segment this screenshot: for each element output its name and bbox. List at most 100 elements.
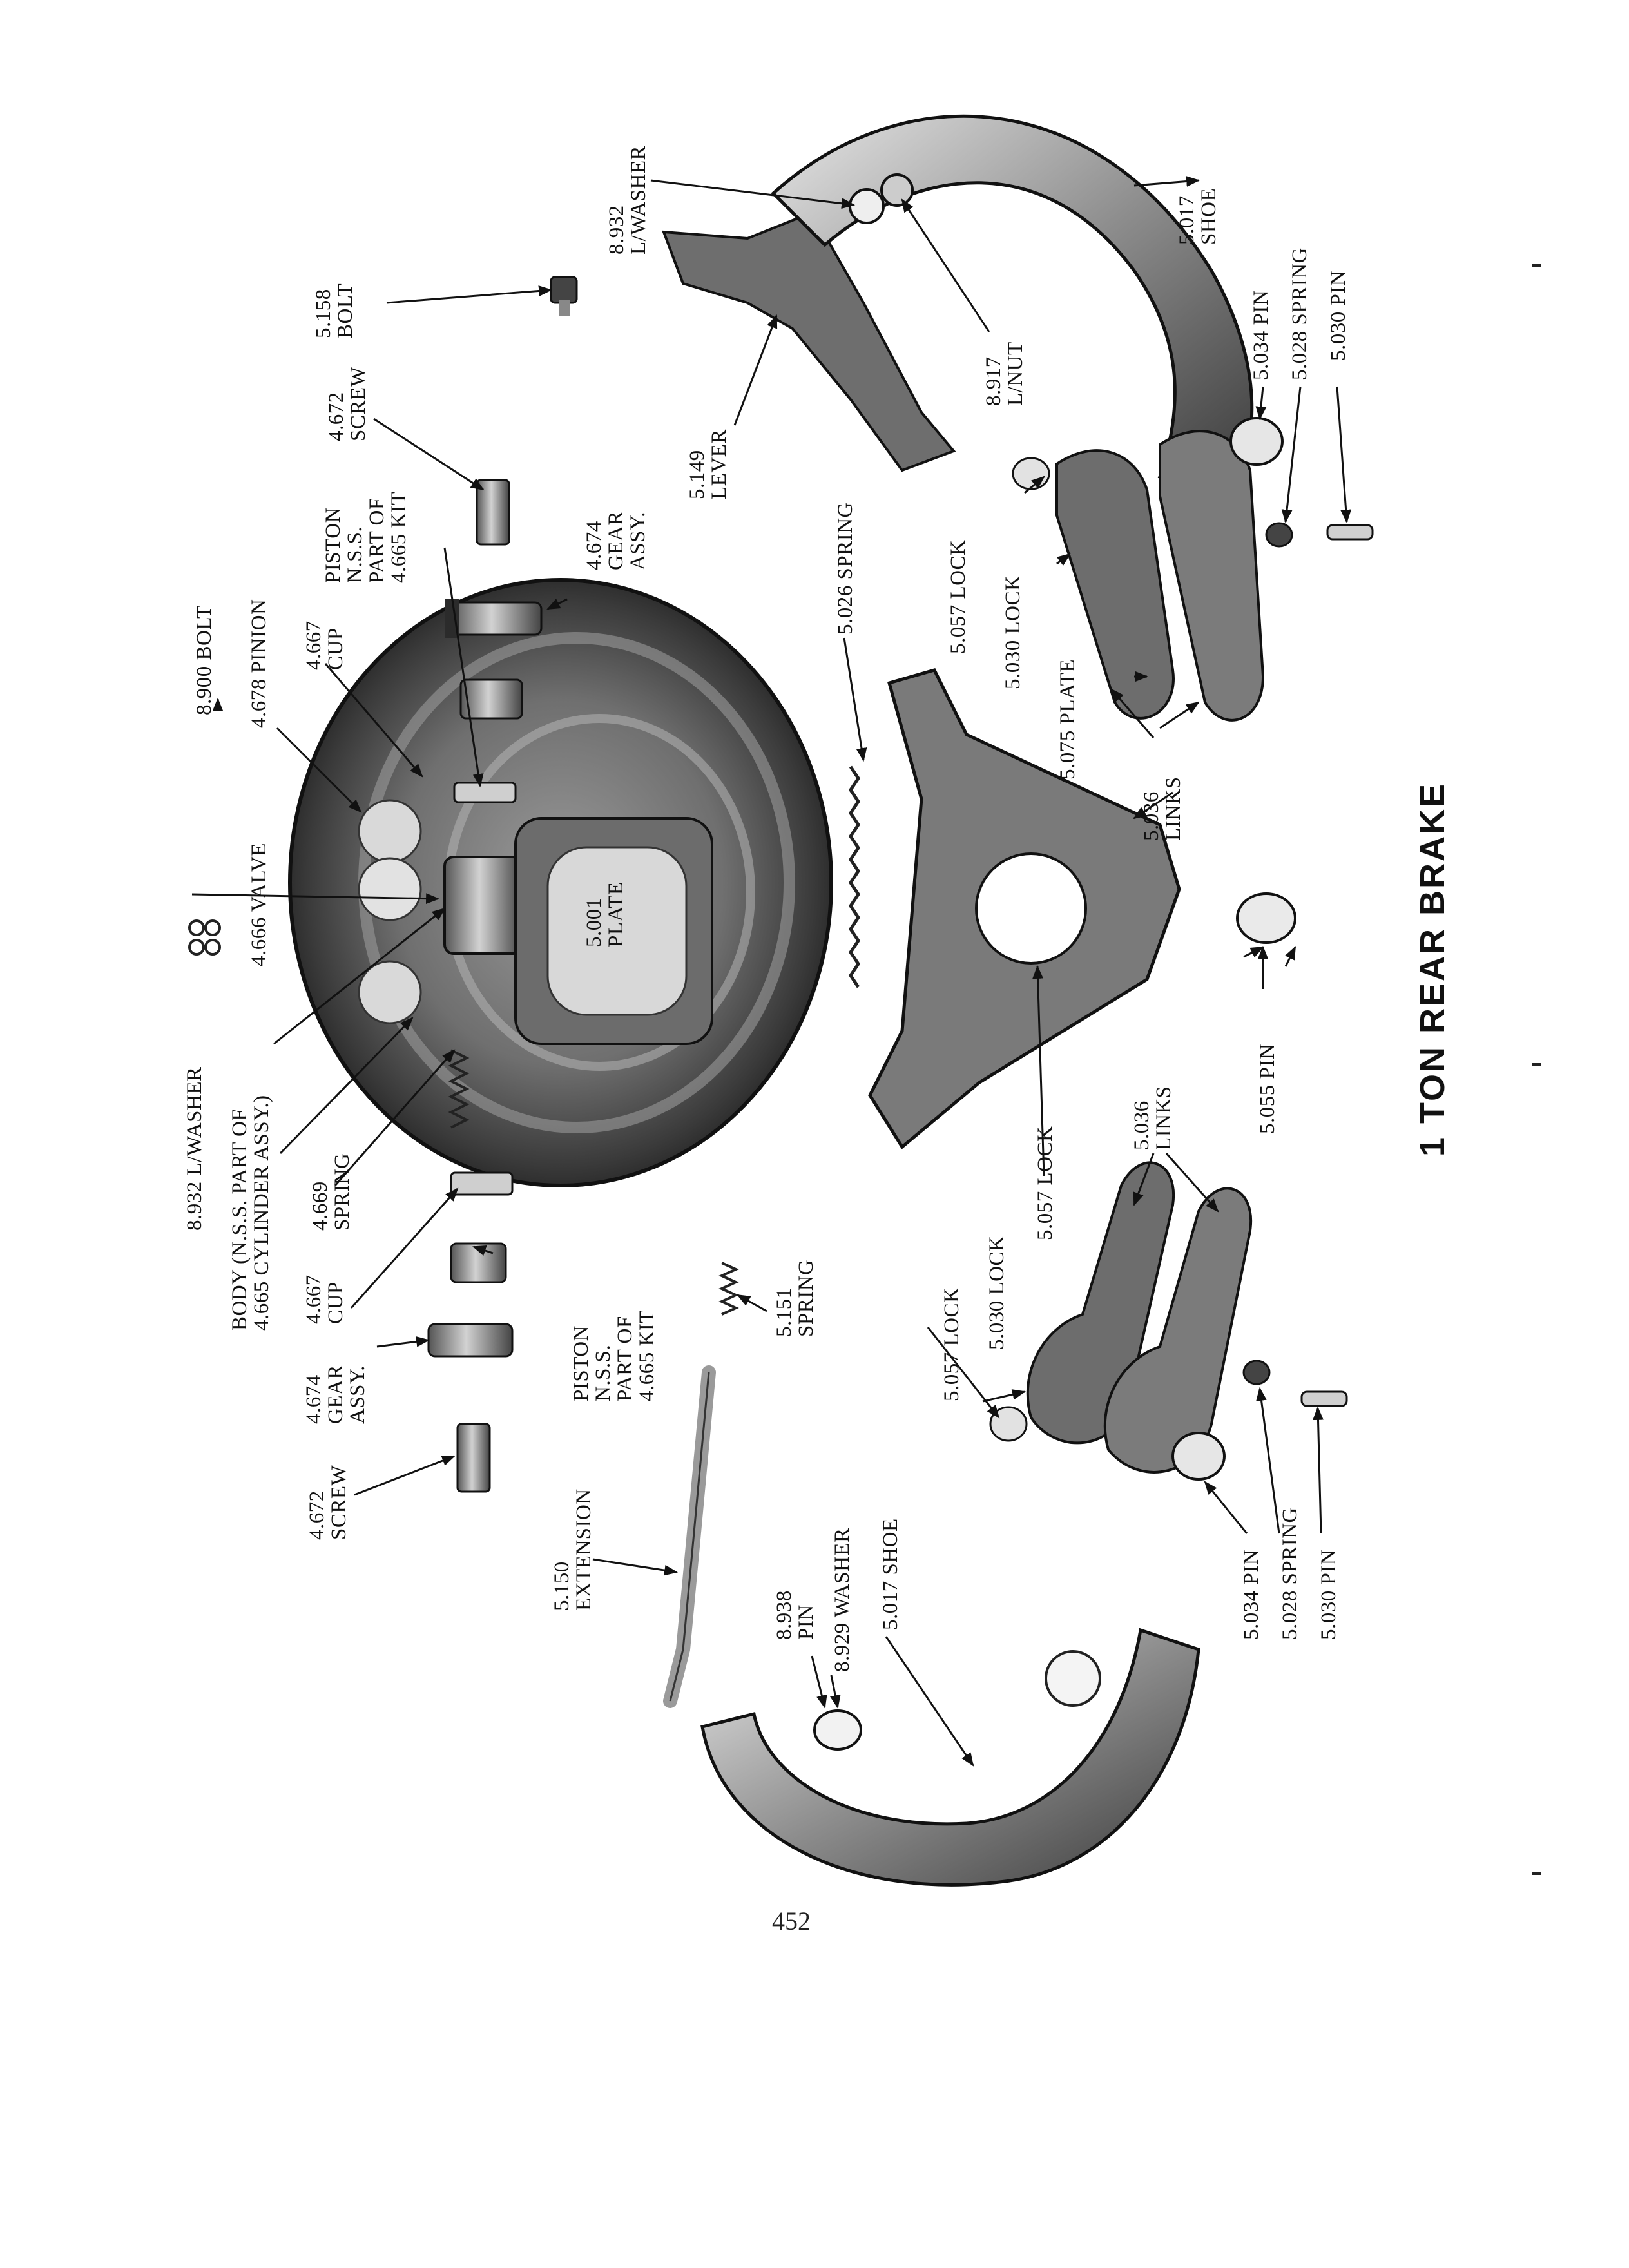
label-piston-upper-line: 4.665 KIT — [387, 492, 410, 583]
label-5055-pin-line: 5.055 PIN — [1256, 1043, 1279, 1134]
piston-upper — [459, 678, 523, 720]
label-5028-spring-lower: 5.028 SPRING — [1278, 1507, 1302, 1640]
label-5057-lock-upper: 5.057 LOCK — [947, 540, 970, 654]
label-8917-l-nut-line: L/NUT — [1004, 341, 1027, 406]
cup-upper — [453, 782, 517, 803]
label-4667-cup-lower-line: 4.667 — [302, 1274, 325, 1324]
label-5036-links-upper-line: 5.036 — [1140, 791, 1163, 841]
label-5026-spring-line: 5.026 SPRING — [834, 502, 857, 635]
spring-5028-upper-part — [1265, 522, 1293, 548]
label-5057-lock-middle-line: 5.057 LOCK — [1034, 1126, 1057, 1240]
links-5036-upper-a — [1055, 449, 1175, 720]
pin-5055-part — [1236, 892, 1296, 944]
label-4672-screw-upper-line: 4.672 — [325, 392, 348, 441]
label-piston-lower-line: 4.665 KIT — [635, 1310, 659, 1401]
links-5036-lower-a — [1026, 1161, 1175, 1445]
label-piston-upper-line: PART OF — [365, 497, 389, 583]
lock-5057-upper-part — [1012, 457, 1050, 490]
label-piston-lower-line: N.S.S. — [592, 1344, 615, 1401]
label-5151-spring-line: SPRING — [795, 1259, 818, 1337]
extension-5150 — [663, 1365, 716, 1708]
label-4667-cup-lower-line: CUP — [324, 1282, 347, 1324]
label-5030-pin-lower-line: 5.030 PIN — [1317, 1549, 1340, 1640]
label-5055-pin: 5.055 PIN — [1256, 1043, 1279, 1134]
label-4669-spring-line: SPRING — [331, 1153, 354, 1231]
label-5030-lock-upper: 5.030 LOCK — [1001, 575, 1025, 689]
label-4672-screw-upper-line: SCREW — [347, 366, 370, 441]
leader-lines — [191, 176, 1352, 1767]
label-5030-lock-lower-line: 5.030 LOCK — [985, 1235, 1008, 1350]
label-5149-lever-line: 5.149 — [686, 450, 709, 499]
label-5030-pin-upper-line: 5.030 PIN — [1327, 270, 1350, 361]
label-body-cylinder-line: BODY (N.S.S. PART OF — [228, 1108, 251, 1331]
label-5158-bolt-line: BOLT — [334, 283, 357, 338]
shoe-hole-lower — [1045, 1650, 1101, 1707]
label-4678-pinion: 4.678 PINION — [247, 599, 271, 728]
anchor-plate-hub — [975, 852, 1087, 965]
label-5030-lock-lower: 5.030 LOCK — [985, 1235, 1008, 1350]
label-8932-l-washer-upper-line: 8.932 — [605, 205, 628, 255]
gear-assembly-lower — [427, 1323, 514, 1358]
label-5036-links-lower-line: LINKS — [1152, 1086, 1175, 1150]
pinion-bleeders — [358, 799, 422, 1024]
wheel-cylinder-body — [443, 856, 523, 955]
label-5057-lock-lower: 5.057 LOCK — [940, 1287, 963, 1401]
links-5036-upper-b — [1159, 430, 1265, 722]
label-4674-gear-upper-line: GEAR — [604, 511, 628, 570]
bolt-5158 — [550, 276, 578, 316]
label-5017-shoe-upper-line: SHOE — [1197, 187, 1220, 245]
label-4666-valve-line: 4.666 VALVE — [247, 843, 271, 966]
label-5158-bolt-line: 5.158 — [312, 289, 335, 338]
screw-lower — [456, 1423, 491, 1493]
screw-upper — [476, 479, 510, 546]
label-5030-pin-upper: 5.030 PIN — [1327, 270, 1350, 361]
label-5150-extension-line: 5.150 — [550, 1561, 574, 1611]
pin-5034-upper-part — [1229, 417, 1284, 466]
cylinder-plate-5001 — [514, 817, 713, 1045]
margin-tick-2 — [1532, 1063, 1541, 1066]
washers-8932-8900 — [188, 919, 221, 956]
label-5034-pin-upper-line: 5.034 PIN — [1249, 289, 1273, 380]
label-5017-shoe-upper-line: 5.017 — [1175, 195, 1199, 245]
label-5001-plate-line: PLATE — [604, 881, 628, 948]
label-4674-gear-upper-line: 4.674 — [583, 521, 606, 570]
label-8900-bolt: 8.900 BOLT — [193, 605, 216, 715]
label-4667-cup-upper-line: 4.667 — [302, 620, 325, 670]
label-8900-bolt-line: 8.900 BOLT — [193, 605, 216, 715]
label-5034-pin-upper: 5.034 PIN — [1249, 289, 1273, 380]
label-5028-spring-upper: 5.028 SPRING — [1288, 247, 1311, 380]
label-5149-lever-line: LEVER — [708, 429, 731, 499]
cup-lower — [450, 1171, 514, 1196]
label-body-cylinder-line: 4.665 CYLINDER ASSY.) — [250, 1095, 273, 1331]
spring-5026 — [848, 765, 861, 988]
label-5026-spring: 5.026 SPRING — [834, 502, 857, 635]
label-5028-spring-lower-line: 5.028 SPRING — [1278, 1507, 1302, 1640]
label-4674-gear-lower-line: GEAR — [324, 1365, 347, 1424]
pin-5030-lower-part — [1300, 1390, 1348, 1407]
label-5017-shoe-lower: 5.017 SHOE — [879, 1518, 902, 1630]
label-5075-plate: 5.075 PLATE — [1056, 659, 1079, 780]
label-5028-spring-upper-line: 5.028 SPRING — [1288, 247, 1311, 380]
label-4672-screw-lower-line: 4.672 — [305, 1490, 329, 1540]
label-5075-plate-line: 5.075 PLATE — [1056, 659, 1079, 780]
label-5030-pin-lower: 5.030 PIN — [1317, 1549, 1340, 1640]
label-8929-washer-line: 8.929 WASHER — [831, 1528, 854, 1672]
